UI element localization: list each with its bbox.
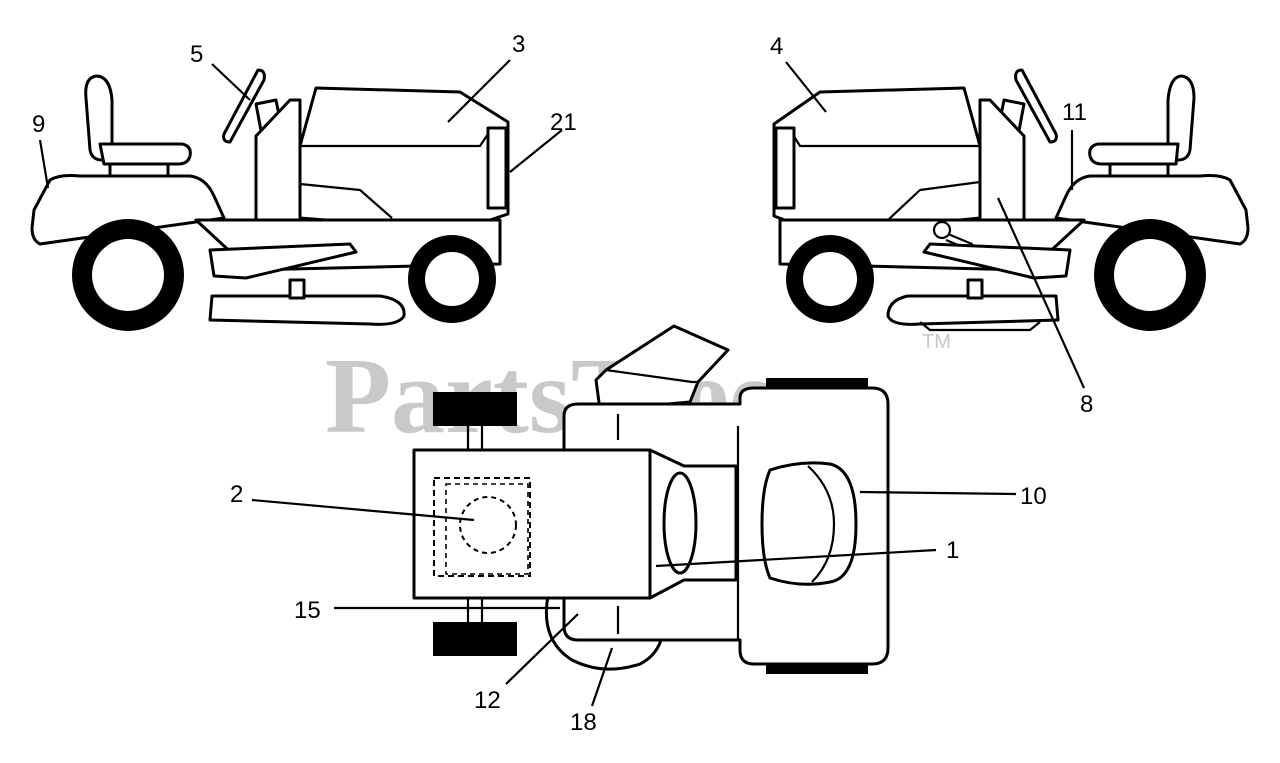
callout-labels: 3 5 9 21 4 11 8 2 10 1 15 12 18 — [32, 31, 1093, 736]
deck-chute-right — [919, 321, 1041, 332]
tractor-top-view — [412, 324, 890, 674]
rear-wheel-right — [1094, 219, 1206, 331]
callout-18: 18 — [570, 709, 597, 736]
engine-decal-area-top — [433, 477, 531, 577]
callout-2: 2 — [230, 481, 243, 508]
hood-side-panel-right — [887, 180, 981, 221]
engine-decal-inner-top — [445, 483, 529, 575]
footrest-left — [208, 242, 358, 280]
callout-12: 12 — [474, 687, 501, 714]
leader-5 — [211, 63, 251, 101]
leader-10 — [859, 490, 1017, 496]
front-axle-upper — [466, 426, 484, 452]
seat-top — [760, 461, 858, 586]
seat-back-left — [84, 74, 114, 162]
fuel-cap-top — [459, 496, 517, 554]
grille-left — [486, 126, 508, 210]
leader-12 — [505, 613, 579, 685]
leader-2 — [251, 498, 475, 522]
rear-wheel-left — [72, 219, 184, 331]
leader-8 — [996, 197, 1086, 389]
leader-9 — [38, 139, 50, 189]
callout-3: 3 — [512, 31, 525, 58]
leader-4 — [785, 61, 827, 113]
callout-10: 10 — [1020, 483, 1047, 510]
callout-5: 5 — [190, 41, 203, 68]
leader-1 — [655, 548, 937, 568]
seat-top-back — [807, 465, 836, 583]
steering-wheel-top-detail — [605, 368, 698, 384]
hood-side-panel-left — [299, 182, 393, 219]
deck-hanger-right — [966, 278, 984, 300]
callout-9: 9 — [32, 111, 45, 138]
seat-cushion-left — [98, 142, 192, 166]
leader-21 — [509, 129, 563, 173]
leader-18 — [590, 647, 614, 707]
leader-lines — [38, 59, 1086, 707]
callout-4: 4 — [770, 33, 783, 60]
front-wheel-top-lower — [433, 622, 517, 656]
front-axle-lower — [466, 598, 484, 622]
rear-fender-left — [30, 174, 226, 246]
leader-3 — [447, 59, 511, 123]
deck-hanger-left — [288, 278, 306, 300]
seat-cushion-right — [1088, 142, 1180, 166]
rear-fender-right — [1054, 174, 1250, 246]
callout-15: 15 — [294, 597, 321, 624]
front-wheel-left — [408, 235, 496, 323]
footrest-right — [922, 242, 1072, 280]
callout-8: 8 — [1080, 391, 1093, 418]
callout-11: 11 — [1062, 99, 1087, 126]
grille-right — [774, 126, 796, 210]
callout-1: 1 — [946, 537, 959, 564]
seat-back-right — [1166, 74, 1196, 162]
tractor-left-side-view — [30, 68, 510, 331]
mower-deck-right — [886, 294, 1060, 326]
hood-right — [772, 86, 982, 230]
watermark-trademark: TM — [922, 331, 951, 353]
mower-deck-left — [208, 294, 406, 326]
callout-21: 21 — [550, 109, 577, 136]
steering-wheel-left — [222, 68, 266, 144]
tractor-right-side-view — [772, 68, 1250, 332]
front-wheel-top-upper — [433, 392, 517, 426]
hood-left — [298, 86, 510, 228]
front-wheel-right — [786, 235, 874, 323]
steering-column-top — [662, 471, 698, 575]
steering-wheel-right — [1014, 68, 1058, 144]
